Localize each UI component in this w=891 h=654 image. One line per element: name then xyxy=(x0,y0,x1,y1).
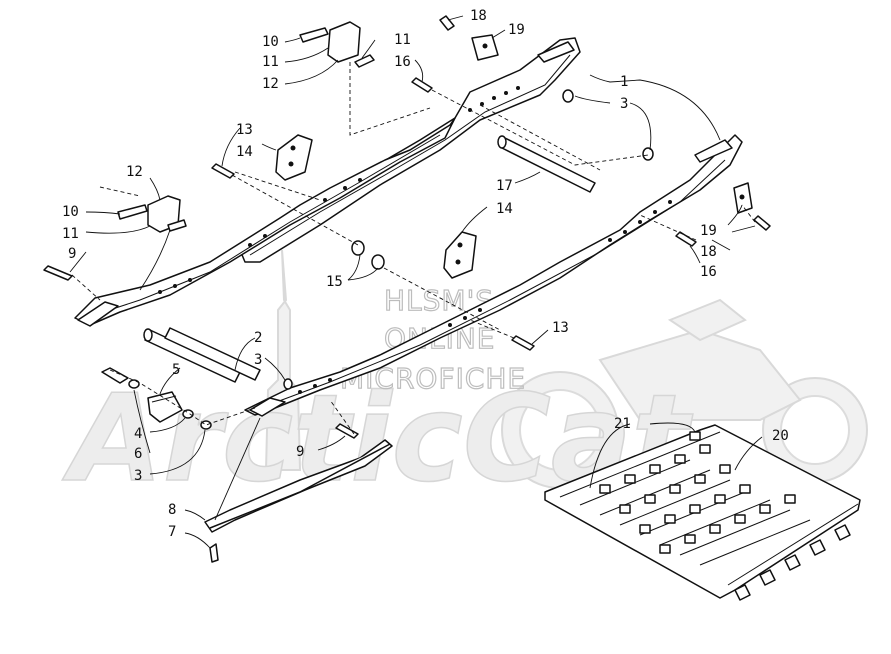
bolt-18-right xyxy=(753,215,771,231)
callout-19-right: 19 xyxy=(700,223,717,239)
callout-1: 1 xyxy=(620,74,628,90)
callout-11-top: 11 xyxy=(262,54,279,70)
shock-block-12-left xyxy=(117,195,187,233)
bolt-16-right xyxy=(675,231,697,247)
callouts: 10 11 12 11 16 18 19 1 3 13 14 12 17 14 … xyxy=(62,8,789,540)
nut-3-top xyxy=(562,89,574,103)
bolt-13-lower xyxy=(511,335,535,351)
washer-6 xyxy=(128,379,140,389)
bolt-16-top xyxy=(411,77,433,93)
callout-4: 4 xyxy=(134,426,142,442)
track-20 xyxy=(544,424,861,601)
callout-5: 5 xyxy=(172,362,180,378)
bracket-14-lower xyxy=(443,231,477,279)
callout-13-lower: 13 xyxy=(552,320,569,336)
hitch-block-19-right xyxy=(733,182,753,214)
bolt-18-top xyxy=(439,15,455,31)
callout-10-left: 10 xyxy=(62,204,79,220)
nut-15-a xyxy=(351,240,365,256)
bolt-slide xyxy=(101,367,129,384)
watermark-tower-icon xyxy=(264,249,302,471)
hitch-block-19-top xyxy=(471,34,499,61)
callout-9-lower: 9 xyxy=(296,444,304,460)
callout-8: 8 xyxy=(168,502,176,518)
rail-left xyxy=(74,117,456,327)
callout-7: 7 xyxy=(168,524,176,540)
slide-cap-5 xyxy=(147,391,183,423)
callout-2: 2 xyxy=(254,330,262,346)
callout-13-upper: 13 xyxy=(236,122,253,138)
rail-second xyxy=(244,134,743,417)
callout-3-lower: 3 xyxy=(134,468,142,484)
callout-12-left: 12 xyxy=(126,164,143,180)
bolt-7 xyxy=(209,543,219,563)
callout-18-top: 18 xyxy=(470,8,487,24)
callout-16-right: 16 xyxy=(700,264,717,280)
shock-block-12-top xyxy=(299,21,375,68)
callout-12-top: 12 xyxy=(262,76,279,92)
bolt-9-left xyxy=(43,265,73,281)
callout-3-mid: 3 xyxy=(254,352,262,368)
callout-21: 21 xyxy=(614,416,631,432)
callout-11-left: 11 xyxy=(62,226,79,242)
track-clips-21 xyxy=(599,431,796,554)
bolt-13-upper xyxy=(211,163,235,179)
callout-14-upper: 14 xyxy=(236,144,253,160)
callout-3-top: 3 xyxy=(620,96,628,112)
wear-bar-8 xyxy=(204,439,393,533)
shaft-17 xyxy=(497,135,596,193)
shaft-2 xyxy=(143,327,261,383)
leader-lines xyxy=(69,15,763,549)
callout-10-top: 10 xyxy=(262,34,279,50)
callout-9-left: 9 xyxy=(68,246,76,262)
callout-20: 20 xyxy=(772,428,789,444)
bracket-14-upper xyxy=(275,134,313,181)
callout-6: 6 xyxy=(134,446,142,462)
callout-17: 17 xyxy=(496,178,513,194)
callout-19-top: 19 xyxy=(508,22,525,38)
callout-11-top-right: 11 xyxy=(394,32,411,48)
bolt-9-lower xyxy=(335,423,359,439)
nut-3-right xyxy=(642,147,654,161)
watermark-motorcycle-icon xyxy=(501,298,868,489)
callout-16-top: 16 xyxy=(394,54,411,70)
callout-18-right: 18 xyxy=(700,244,717,260)
callout-14-lower: 14 xyxy=(496,201,513,217)
callout-15: 15 xyxy=(326,274,343,290)
nut-3-mid xyxy=(283,378,293,390)
washer-4 xyxy=(182,409,194,419)
nut-15-b xyxy=(371,254,385,270)
